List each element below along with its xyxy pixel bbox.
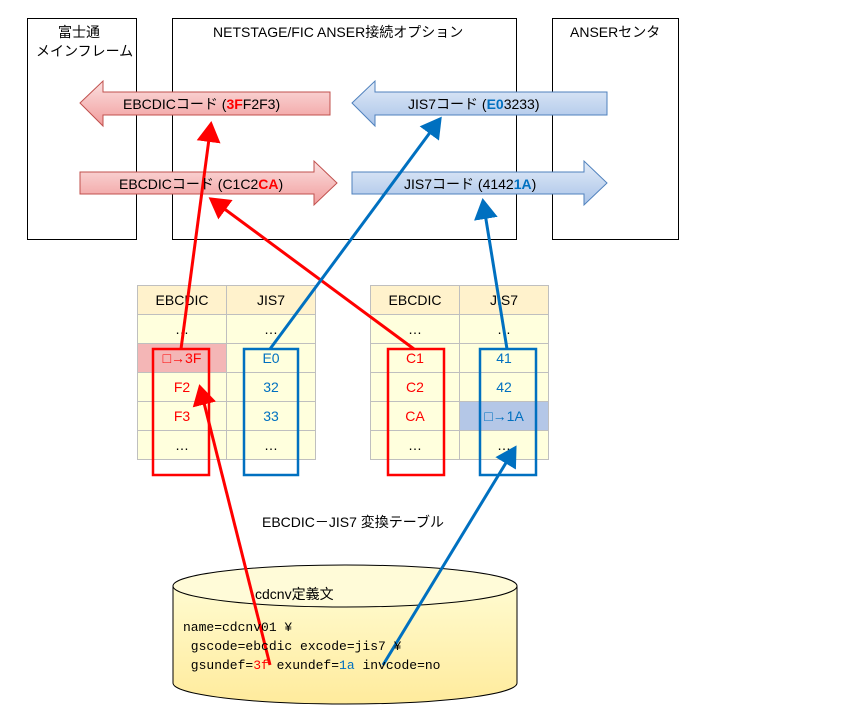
- definition-line-3-part: exundef=: [268, 658, 340, 673]
- ebcdic-out-label-highlight: 3F: [226, 96, 243, 112]
- ebcdic-in-label-suffix: ): [278, 176, 284, 192]
- center-panel: [552, 18, 679, 240]
- ebcdic-in-label-prefix: EBCDICコード (C1C2: [119, 176, 259, 192]
- mainframe-title-line1: 富士通: [58, 24, 100, 40]
- mainframe-title-line2: メインフレーム: [36, 43, 134, 59]
- definition-line-3-part: gsundef=: [183, 658, 254, 673]
- ebcdic-in-arrow: [79, 159, 338, 207]
- definition-line-3-part: invcode=no: [354, 658, 441, 673]
- left-jis7-highlight: [242, 347, 300, 477]
- table-header-row: EBCDIC JIS7: [137, 285, 316, 315]
- jis7-in-label-suffix: 3233): [503, 96, 540, 112]
- right-ebcdic-highlight: [386, 347, 446, 477]
- jis7-in-label: JIS7コード (E03233): [408, 96, 540, 112]
- header-ebcdic: EBCDIC: [137, 285, 227, 315]
- exundef-value: 1a: [339, 658, 355, 673]
- table-cell-undef-1a: □→1A: [459, 401, 549, 431]
- center-title: ANSERセンタ: [570, 24, 661, 40]
- table-caption: EBCDIC－JIS7 変換テーブル: [262, 514, 444, 530]
- definition-title: cdcnv定義文: [255, 586, 334, 602]
- jis7-out-arrow: [351, 159, 608, 207]
- header-ebcdic: EBCDIC: [370, 285, 460, 315]
- jis7-out-label: JIS7コード (41421A): [404, 176, 536, 192]
- red-line-table-to-ebcdic-out: [179, 121, 221, 350]
- table-cell: 42: [459, 372, 549, 402]
- blue-line-table-to-jis7-out: [474, 198, 509, 350]
- ebcdic-out-arrow: [79, 79, 331, 128]
- header-jis7: JIS7: [226, 285, 316, 315]
- jis7-in-label-prefix: JIS7コード (: [408, 96, 487, 112]
- ebcdic-out-label-suffix: F2F3): [242, 96, 281, 112]
- blue-line-undef-to-table: [381, 445, 517, 666]
- mainframe-panel: [27, 18, 137, 240]
- jis7-in-label-highlight: E0: [486, 96, 504, 112]
- table-row: ……: [137, 314, 316, 344]
- gsundef-value: 3f: [253, 658, 269, 673]
- jis7-in-arrow: [351, 79, 608, 128]
- jis7-out-label-highlight: 1A: [513, 176, 532, 192]
- left-ebcdic-highlight: [151, 347, 211, 477]
- red-line-ca-to-ebcdic-in: [208, 197, 415, 351]
- option-title: NETSTAGE/FIC ANSER接続オプション: [213, 24, 464, 40]
- ebcdic-out-label-prefix: EBCDICコード (: [123, 96, 227, 112]
- right-jis7-highlight: [478, 347, 538, 477]
- jis7-out-label-prefix: JIS7コード (4142: [404, 176, 514, 192]
- definition-cylinder-top: [172, 564, 518, 608]
- ebcdic-out-label: EBCDICコード (3FF2F3): [123, 96, 280, 112]
- blue-line-e0-to-jis7-in: [268, 116, 442, 350]
- definition-line-2: gscode=ebcdic excode=jis7 ¥: [183, 639, 402, 654]
- ebcdic-in-label: EBCDICコード (C1C2CA): [119, 176, 283, 192]
- jis7-out-label-suffix: ): [531, 176, 537, 192]
- red-line-undef-to-table: [192, 384, 272, 666]
- ebcdic-in-label-highlight: CA: [258, 176, 279, 192]
- definition-line-1: name=cdcnv01 ¥: [183, 620, 293, 635]
- definition-line-3: gsundef=3f exundef=1a invcode=no: [183, 658, 441, 673]
- table-cell: …: [226, 430, 316, 460]
